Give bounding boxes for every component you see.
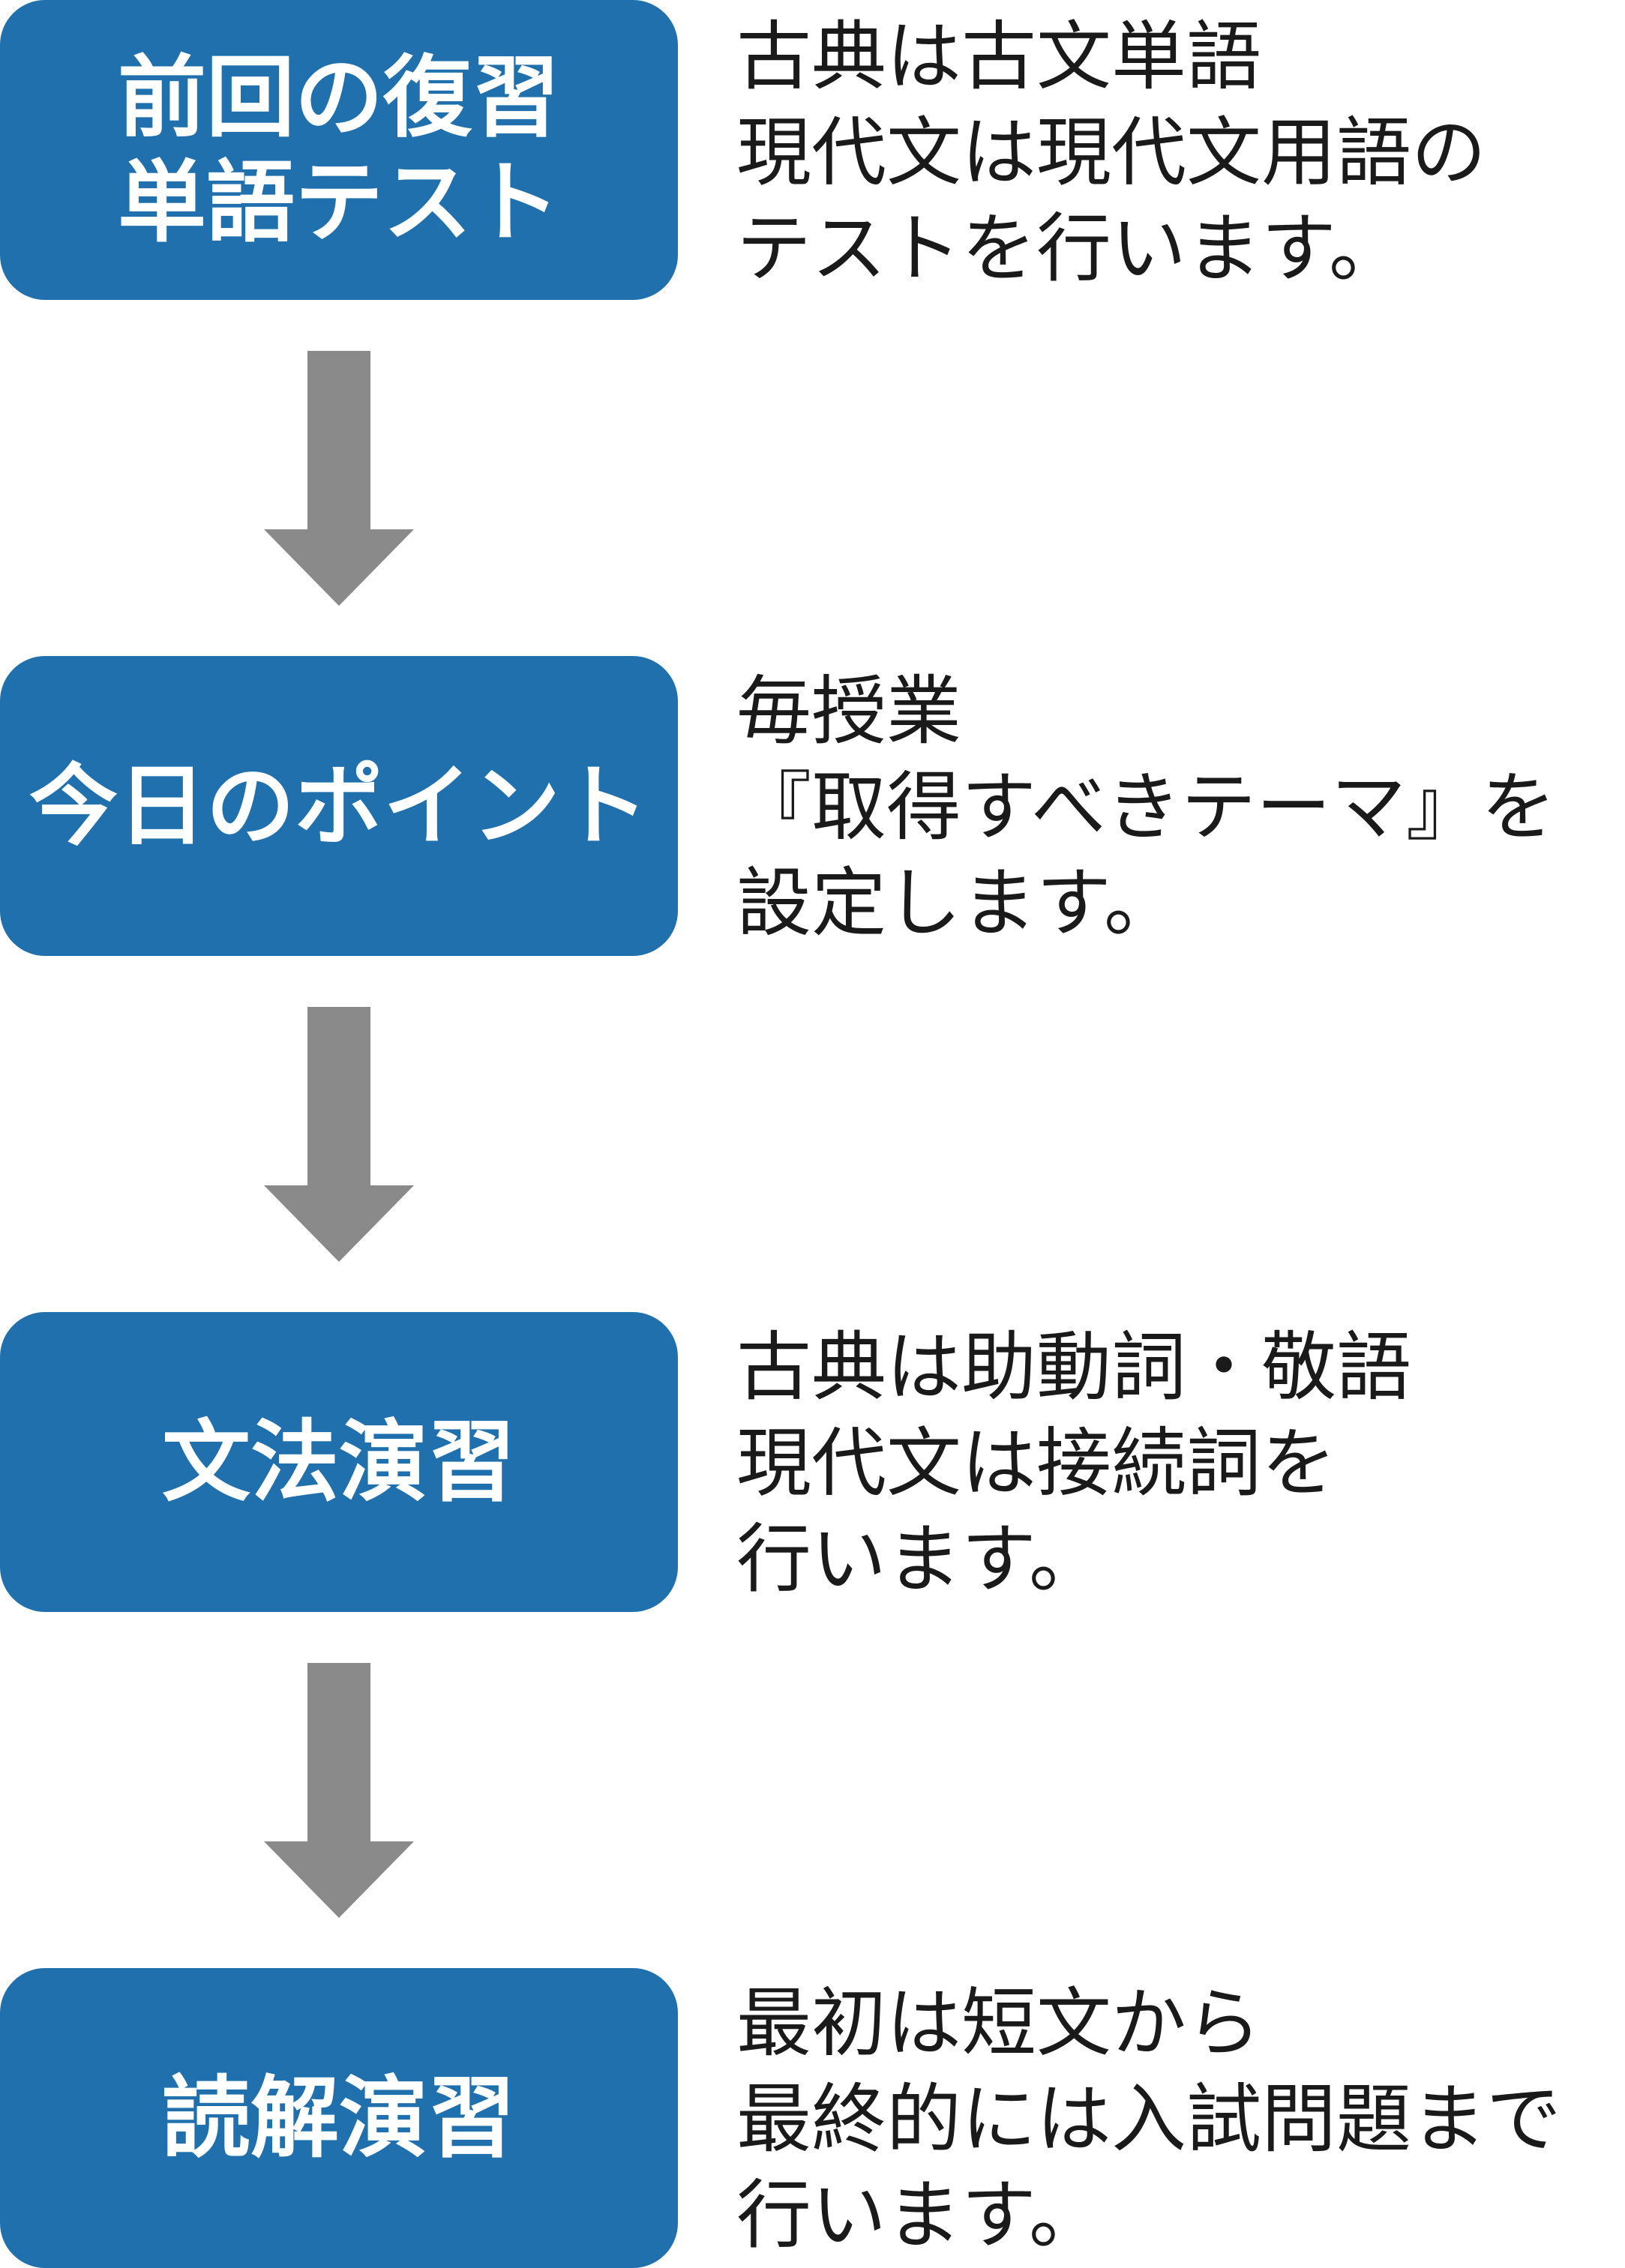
step-description-line: 設定します。 (736, 859, 1179, 947)
step-description: 最初は短文から 最終的には入試問題まで 行います。 (736, 1976, 1561, 2264)
step-title: 今日のポイント (29, 754, 649, 858)
step-box-todays-point: 今日のポイント (0, 656, 678, 956)
step-box-grammar-practice: 文法演習 (0, 1312, 678, 1612)
step-description-line: テストを行います。 (736, 205, 1404, 292)
step-description-line: 最終的には入試問題まで (736, 2075, 1561, 2163)
step-title-line: 文法演習 (161, 1410, 516, 1514)
step-description-line: 毎授業 (736, 667, 961, 755)
step-title-line: 読解演習 (161, 2066, 516, 2170)
down-arrow-icon (264, 1663, 414, 1918)
step-box-review-vocab-test: 前回の復習 単語テスト (0, 0, 678, 300)
step-description-line: 最初は短文から (736, 1979, 1261, 2067)
step-title: 読解演習 (162, 2066, 516, 2171)
step-description-line: 古典は助動詞・敬語 (736, 1323, 1411, 1411)
down-arrow-icon (264, 351, 414, 606)
step-title-line: 前回の復習 (117, 46, 560, 149)
step-description: 古典は助動詞・敬語 現代文は接続詞を 行います。 (736, 1320, 1411, 1607)
down-arrow-icon (264, 1007, 414, 1262)
step-description-line: 現代文は接続詞を (736, 1419, 1336, 1507)
step-box-reading-practice: 読解演習 (0, 1968, 678, 2268)
step-description-line: 古典は古文単語 (736, 13, 1261, 100)
step-title-line: 単語テスト (117, 151, 560, 254)
step-description-line: 行います。 (736, 2171, 1104, 2259)
step-description-line: 『取得すべきテーマ』を (736, 763, 1556, 851)
step-title-line: 今日のポイント (28, 754, 649, 858)
step-title: 文法演習 (162, 1410, 516, 1514)
step-description-line: 現代文は現代文用語の (736, 109, 1486, 196)
step-title: 前回の復習 単語テスト (118, 45, 560, 255)
step-description: 古典は古文単語 現代文は現代文用語の テストを行います。 (736, 9, 1486, 297)
step-description-line: 行います。 (736, 1515, 1104, 1603)
step-description: 毎授業 『取得すべきテーマ』を 設定します。 (736, 664, 1556, 951)
